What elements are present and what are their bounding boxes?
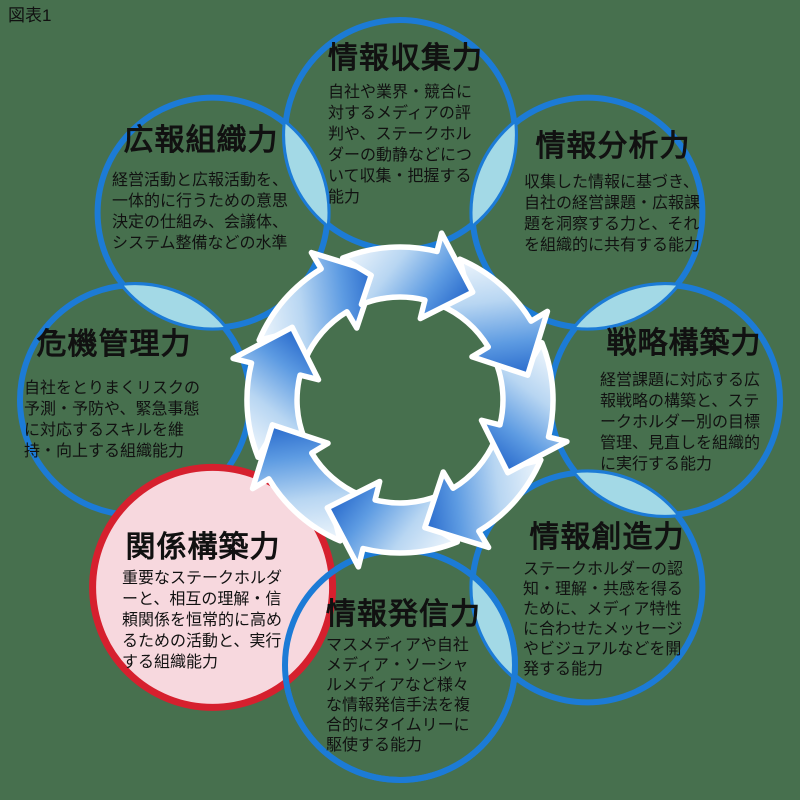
capability-info-dissemination: 情報発信力 マスメディアや自社メディア・ソーシャルメディアなど様々な情報発信手法…: [326, 598, 481, 756]
circle-description: ステークホルダーの認知・理解・共感を得るために、メディア特性に合わせたメッセージ…: [523, 561, 684, 678]
circle-description: マスメディアや自社メディア・ソーシャルメディアなど様々な情報発信手法を複合的にタ…: [326, 637, 471, 754]
circle-description: 自社や業界・競合に対するメディアの評判や、ステークホルダーの動静などについて収集…: [328, 84, 473, 206]
capability-relationship-building: 関係構築力 重要なステークホルダーと、相互の理解・信頼関係を恒常的に高めるための…: [122, 531, 284, 673]
circle-title: 情報分析力: [535, 130, 691, 163]
figure-label: 図表1: [8, 6, 52, 25]
capability-info-gathering: 情報収集力 自社や業界・競合に対するメディアの評判や、ステークホルダーの動静など…: [328, 42, 483, 208]
capability-pr-organization: 広報組織力 経営活動と広報活動を、一体的に行うための意思決定の仕組み、会議体、シ…: [112, 124, 290, 254]
circle-description: 重要なステークホルダーと、相互の理解・信頼関係を恒常的に高めるための活動と、実行…: [122, 570, 283, 671]
circle-title: 情報収集力: [328, 42, 483, 75]
capability-strategy-building: 戦略構築力 経営課題に対応する広報戦略の構築と、ステークホルダー別の目標管理、見…: [600, 327, 768, 475]
circle-title: 情報発信力: [326, 598, 481, 631]
circle-title: 戦略構築力: [606, 327, 762, 360]
circle-description: 収集した情報に基づき、自社の経営課題・広報課題を洞察する力と、それを組織的に共有…: [524, 174, 701, 254]
circle-title: 広報組織力: [123, 124, 279, 157]
circle-outline-info-creation: [469, 469, 706, 706]
circle-title: 関係構築力: [125, 531, 281, 564]
circle-outline-info-analysis: [469, 94, 706, 331]
circle-description: 経営課題に対応する広報戦略の構築と、ステークホルダー別の目標管理、見直しを組織的…: [600, 372, 761, 473]
circle-title: 危機管理力: [36, 328, 192, 361]
circle-title: 情報創造力: [529, 521, 685, 554]
circle-description: 自社をとりまくリスクの予測・予防や、緊急事態に対応するスキルを維持・向上する組織…: [24, 380, 201, 460]
circle-outline-pr-organization: [94, 94, 331, 331]
circle-description: 経営活動と広報活動を、一体的に行うための意思決定の仕組み、会議体、システム整備な…: [112, 172, 289, 252]
capability-crisis-management: 危機管理力 自社をとりまくリスクの予測・予防や、緊急事態に対応するスキルを維持・…: [24, 328, 204, 462]
capability-info-creation: 情報創造力 ステークホルダーの認知・理解・共感を得るために、メディア特性に合わせ…: [523, 521, 691, 680]
circle-outline-relationship-highlighted: [89, 463, 337, 711]
capability-info-analysis: 情報分析力 収集した情報に基づき、自社の経営課題・広報課題を洞察する力と、それを…: [524, 130, 702, 256]
